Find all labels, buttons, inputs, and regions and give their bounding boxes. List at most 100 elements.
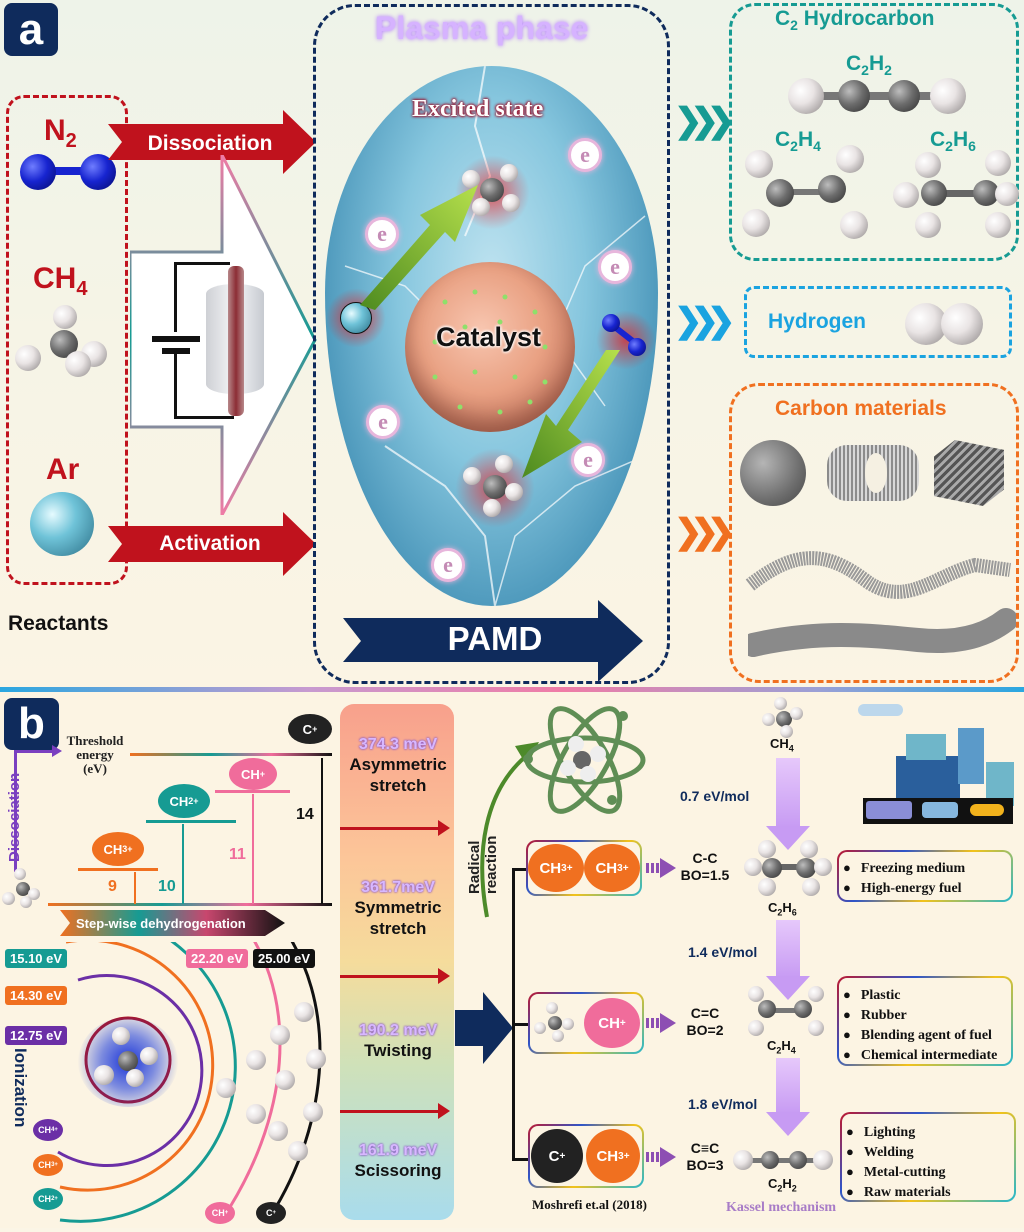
navy-arrow-icon	[455, 992, 513, 1064]
electron-icon: e	[366, 405, 400, 439]
chevrons-carbon-icon: ❯❯❯	[674, 513, 736, 551]
stepwise-arrow	[60, 910, 285, 936]
c2h6-applications-list: Freezing medium High-energy fuel	[843, 858, 965, 898]
branch-line	[512, 868, 515, 1158]
kassel-ch4-icon	[762, 697, 806, 738]
application-item: Rubber	[843, 1005, 997, 1025]
electron-icon: e	[571, 443, 605, 477]
threshold-value-14: 14	[296, 806, 314, 823]
red-arrow-icon	[340, 820, 450, 836]
excited-state-label: Excited state	[412, 96, 544, 122]
kassel-c2h2-label: C2H2	[768, 1176, 797, 1194]
carbon-materials-title: Carbon materials	[775, 397, 947, 420]
kassel-c2h6-icon	[744, 840, 834, 900]
threshold-arrow-ch2	[182, 824, 184, 904]
hydrogen-box	[744, 286, 1012, 358]
car-icon	[970, 804, 1004, 816]
h-atom-icon	[294, 1002, 314, 1022]
threshold-value-11: 11	[229, 846, 246, 863]
kassel-arrow-3	[766, 1058, 810, 1136]
green-arrow-up-icon	[360, 185, 478, 310]
ch4-molecule-icon	[15, 305, 110, 385]
application-item: Blending agent of fuel	[843, 1025, 997, 1045]
stepwise-label: Step-wise dehydrogenation	[76, 916, 246, 931]
electron-icon: e	[365, 217, 399, 251]
panel-a: a N2 CH4 Ar Reactants Dissociation Activ…	[0, 0, 1024, 688]
radical-reaction-label: Radical reaction	[466, 835, 500, 894]
activation-arrow	[108, 512, 316, 576]
kassel-energy-3: 1.8 eV/mol	[688, 1096, 758, 1112]
industry-illustration-icon	[858, 704, 1018, 830]
plasma-phase-box	[313, 4, 670, 684]
application-item: Metal-cutting	[846, 1162, 951, 1182]
application-item: High-energy fuel	[843, 878, 965, 898]
ar-atom-icon	[30, 492, 94, 556]
h-atom-icon	[303, 1102, 323, 1122]
ch4-small-icon	[2, 868, 42, 908]
threshold-line	[130, 753, 332, 756]
airplane-icon	[858, 704, 903, 716]
c2-hydrocarbon-title: C2 Hydrocarbon	[775, 7, 935, 34]
ion-c-plus-small: C+	[256, 1202, 286, 1224]
vib-mode-asymmetric: 374.3 meV Asymmetric stretch	[349, 736, 447, 795]
electron-icon: e	[598, 250, 632, 284]
kassel-arrow-1	[766, 758, 810, 850]
red-arrow-icon	[340, 968, 450, 984]
ionization-energy-ch2: 15.10 eV	[5, 949, 68, 968]
c2h2-label: C2H2	[846, 52, 892, 79]
excited-ar-icon	[340, 302, 372, 334]
ionization-energy-ch3: 14.30 eV	[5, 986, 68, 1005]
vib-mode-scissoring: 161.9 meV Scissoring	[354, 1142, 442, 1180]
kassel-ch4-label: CH4	[770, 736, 794, 754]
application-item: Freezing medium	[843, 858, 965, 878]
panel-a-label: a	[4, 3, 58, 56]
purple-arrow-icon	[646, 1147, 676, 1167]
kassel-arrow-2	[766, 920, 810, 1000]
c2h2-applications-list: Lighting Welding Metal-cutting Raw mater…	[846, 1122, 951, 1202]
excited-ch4-icon	[455, 448, 535, 528]
kassel-energy-1: 0.7 eV/mol	[680, 788, 750, 804]
kassel-c2h4-label: C2H4	[767, 1038, 796, 1056]
dissociation-axis	[14, 752, 17, 872]
kassel-c2h4-icon	[746, 986, 826, 1038]
c2h6-label: C2H6	[930, 128, 976, 155]
h-atom-icon	[275, 1070, 295, 1090]
pamd-label: PAMD	[447, 620, 543, 657]
ion-c-plus: C+	[288, 714, 332, 744]
pamd-arrow	[343, 600, 643, 682]
ionized-ch4-icon	[78, 1017, 178, 1107]
reactants-box	[6, 95, 128, 585]
h2-molecule-icon	[905, 303, 987, 345]
bus-icon	[866, 801, 912, 819]
threshold-arrow-ch	[252, 794, 254, 904]
carbon-materials-box	[729, 383, 1019, 683]
reactant-ch4-label: CH4	[33, 262, 88, 300]
dissociation-label: Dissociation	[147, 132, 273, 155]
h-atom-icon	[268, 1121, 288, 1141]
n2-molecule-icon	[20, 154, 116, 190]
reactants-title: Reactants	[8, 612, 109, 635]
h-atom-icon	[306, 1049, 326, 1069]
reactant-n2-label: N2	[44, 114, 77, 152]
application-item: Chemical intermediate	[843, 1045, 997, 1065]
threshold-value-9: 9	[108, 878, 117, 895]
dbd-reactor-icon	[152, 262, 272, 422]
threshold-value-10: 10	[158, 878, 176, 895]
vib-mode-twisting: 190.2 meV Twisting	[358, 1022, 438, 1060]
activation-label: Activation	[159, 532, 261, 555]
reference-label: Moshrefi et.al (2018)	[532, 1197, 647, 1212]
ionization-vertical-label: Ionization	[11, 1048, 30, 1128]
ion-ch-plus: CH+	[584, 998, 640, 1048]
ionization-energy-ch: 22.20 eV	[186, 949, 249, 968]
c2h4-molecule-icon	[740, 145, 870, 240]
purple-arrow-icon	[646, 1013, 676, 1033]
